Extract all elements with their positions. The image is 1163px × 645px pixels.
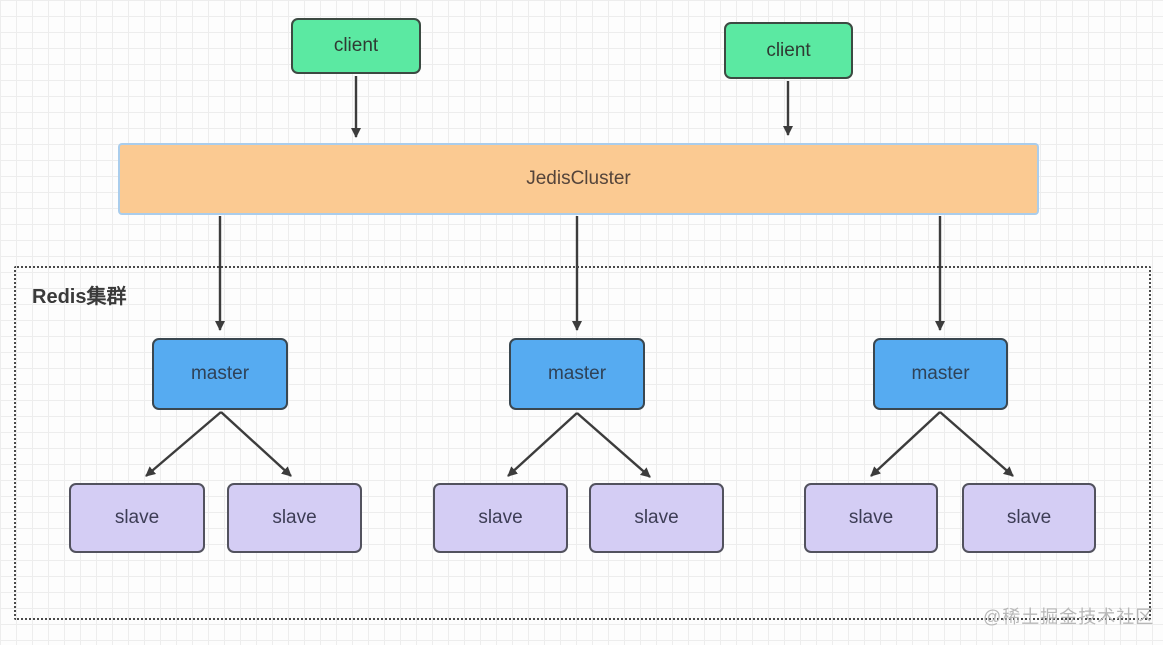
- slave-node-5: slave: [804, 483, 938, 553]
- redis-cluster-label: Redis集群: [32, 286, 127, 308]
- slave-node-6: slave: [962, 483, 1096, 553]
- watermark-text: @稀土掘金技术社区: [983, 607, 1155, 627]
- slave-node-1: slave: [69, 483, 205, 553]
- master-node-2: master: [509, 338, 645, 410]
- slave-node-4: slave: [589, 483, 724, 553]
- master-node-3: master: [873, 338, 1008, 410]
- slave-node-2: slave: [227, 483, 362, 553]
- client-node-2: client: [724, 22, 853, 79]
- client-node-1: client: [291, 18, 421, 74]
- slave-node-3: slave: [433, 483, 568, 553]
- master-node-1: master: [152, 338, 288, 410]
- jediscluster-bar: JedisCluster: [118, 143, 1039, 215]
- redis-cluster-group: Redis集群: [14, 266, 1151, 620]
